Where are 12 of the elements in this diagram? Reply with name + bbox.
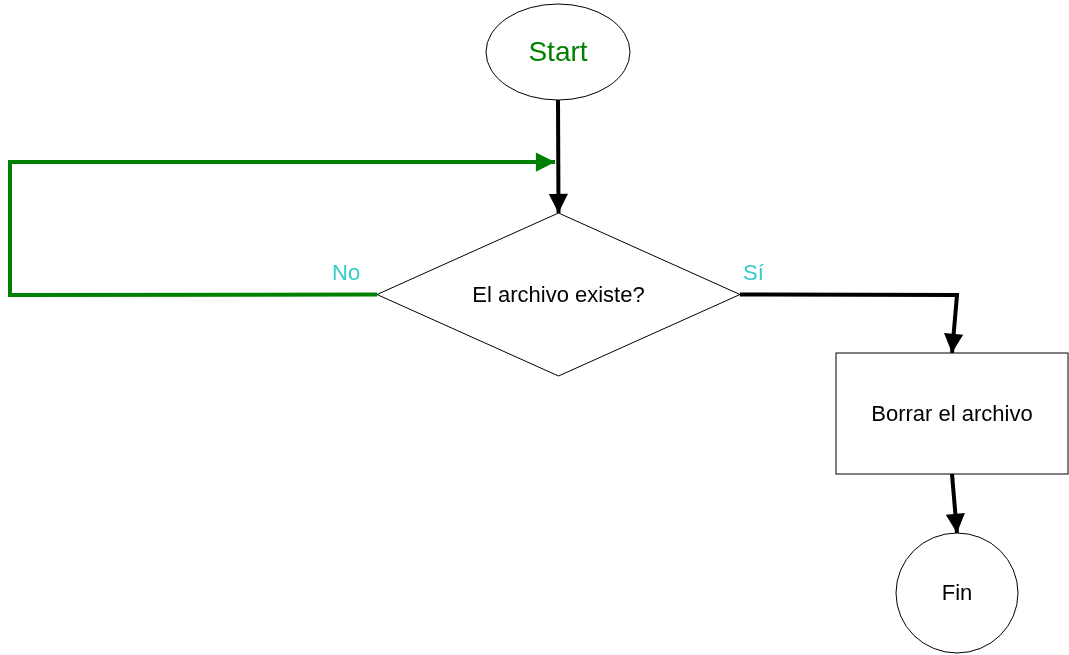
decision-diamond	[377, 213, 740, 376]
start-terminal	[486, 4, 630, 100]
end-terminal	[896, 533, 1018, 653]
node-label: El archivo existe?	[472, 281, 645, 308]
arrow	[548, 100, 568, 214]
node-label: Borrar el archivo	[871, 400, 1033, 427]
arrow	[945, 473, 965, 534]
arrow	[8, 152, 556, 297]
arrow	[740, 292, 964, 354]
node-label: Start	[528, 36, 588, 68]
process-box	[836, 353, 1068, 474]
node-label: Fin	[941, 580, 973, 606]
